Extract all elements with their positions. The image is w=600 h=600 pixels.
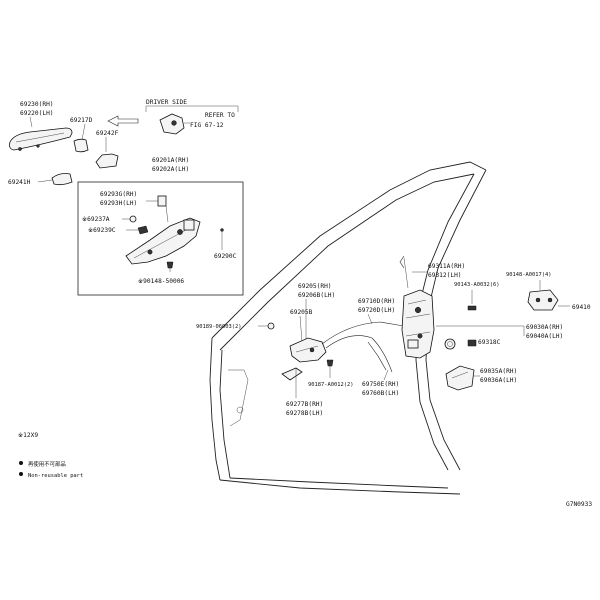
part-number-69036a[interactable]: 69036A(LH) xyxy=(480,377,517,384)
screw-90143 xyxy=(467,305,477,311)
handle-frame xyxy=(125,205,201,265)
part-number-69410[interactable]: 69410 xyxy=(572,304,591,311)
diagram-id: G7N0933 xyxy=(566,501,592,508)
part-number-69720d[interactable]: 69720D(LH) xyxy=(358,307,395,314)
handle-frame-box xyxy=(77,181,244,296)
part-number-90143-a0032[interactable]: 90143-A0032(6) xyxy=(454,282,499,288)
part-number-69293g[interactable]: 69293G(RH) xyxy=(100,191,137,198)
lock-cover-69035a xyxy=(445,365,475,391)
outside-handle xyxy=(9,127,73,151)
handle-cover-69242f xyxy=(95,153,119,169)
fig-ref-label[interactable]: FIG 67-12 xyxy=(190,122,224,129)
part-number-69318c[interactable]: 69318C xyxy=(478,339,501,346)
part-number-69278b[interactable]: 69278B(LH) xyxy=(286,410,323,417)
part-number-69241h[interactable]: 69241H xyxy=(8,179,31,186)
part-number-69242f[interactable]: 69242F xyxy=(96,130,119,137)
driver-side-arrow xyxy=(107,115,139,127)
part-number-69237a[interactable]: ※69237A xyxy=(82,216,110,223)
key-cylinder xyxy=(159,113,190,135)
part-number-69760b[interactable]: 69760B(LH) xyxy=(362,390,399,397)
refer-to-label: REFER TO xyxy=(205,112,235,119)
door-lock-assembly xyxy=(401,289,435,359)
reference-code: ※12X9 xyxy=(18,432,38,439)
legend-bullet-icon xyxy=(19,472,23,476)
part-number-90187-a0012[interactable]: 90187-A0012(2) xyxy=(308,382,353,388)
part-number-69205[interactable]: 69205(RH) xyxy=(298,283,332,290)
part-number-69202a[interactable]: 69202A(LH) xyxy=(152,166,189,173)
part-number-69217d[interactable]: 69217D xyxy=(70,117,93,124)
part-number-69030a[interactable]: 69030A(RH) xyxy=(526,324,563,331)
striker-69410 xyxy=(527,289,559,311)
handle-bezel xyxy=(281,367,303,381)
part-number-69290c[interactable]: 69290C xyxy=(214,253,237,260)
legend: 再使用不可部品 Non-reusable part xyxy=(19,460,83,479)
part-number-69312[interactable]: 69312(LH) xyxy=(428,272,462,279)
part-number-69206b[interactable]: 69206B(LH) xyxy=(298,292,335,299)
part-number-90148-50006[interactable]: ※90148-50006 xyxy=(138,278,184,285)
screw-90187 xyxy=(326,359,334,367)
screw-90148 xyxy=(166,261,174,269)
part-number-69277b[interactable]: 69277B(RH) xyxy=(286,401,323,408)
part-number-69750e[interactable]: 69750E(RH) xyxy=(362,381,399,388)
grommet xyxy=(444,338,456,350)
part-number-90148-a0017[interactable]: 90148-A0017(4) xyxy=(506,272,551,278)
driver-side-label: DRIVER SIDE xyxy=(146,99,187,106)
washer-90189 xyxy=(267,322,275,330)
lock-clip-69293g xyxy=(157,195,167,207)
part-number-69311a[interactable]: 69311A(RH) xyxy=(428,263,465,270)
part-number-69035a[interactable]: 69035A(RH) xyxy=(480,368,517,375)
door-outline xyxy=(209,161,487,495)
seal-69239c xyxy=(137,225,149,235)
part-number-69293h[interactable]: 69293H(LH) xyxy=(100,200,137,207)
inside-handle xyxy=(289,337,327,363)
part-number-69205b[interactable]: 69205B xyxy=(290,309,313,316)
seal-69318c xyxy=(467,339,477,347)
lock-cable xyxy=(321,321,405,373)
part-number-69040a[interactable]: 69040A(LH) xyxy=(526,333,563,340)
part-number-90189-06003[interactable]: 90189-06003(2) xyxy=(196,324,241,330)
legend-en-text: Non-reusable part xyxy=(28,473,83,479)
legend-bullet-icon xyxy=(19,461,23,465)
legend-jp-text: 再使用不可部品 xyxy=(28,460,66,468)
handle-cap-69217d xyxy=(73,138,89,153)
part-number-69220[interactable]: 69220(LH) xyxy=(20,110,54,117)
handle-pad-69241h xyxy=(51,173,73,186)
seal-69237a xyxy=(129,215,137,223)
part-number-69230[interactable]: 69230(RH) xyxy=(20,101,54,108)
part-number-69201a[interactable]: 69201A(RH) xyxy=(152,157,189,164)
part-69290c xyxy=(220,228,224,232)
part-number-69710d[interactable]: 69710D(RH) xyxy=(358,298,395,305)
part-number-69239c[interactable]: ※69239C xyxy=(88,227,116,234)
